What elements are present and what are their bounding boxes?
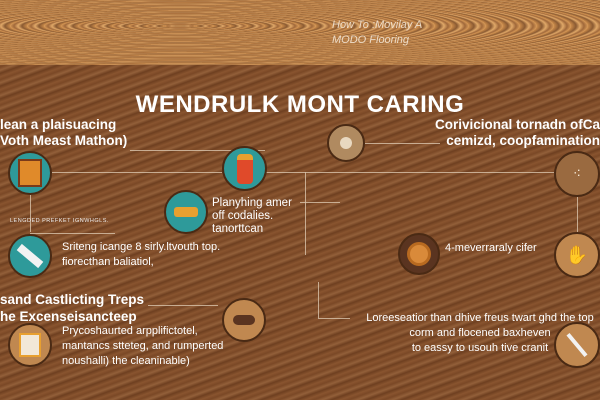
small-caption: LENGDED PREFKET IGNWHGLS. (10, 218, 109, 224)
text-line: mantancs stteteg, and rumperted (62, 340, 224, 352)
ruler-icon (8, 234, 52, 278)
bottom-right-text: Loreeseatior than dhive freus twart ghd … (355, 311, 600, 356)
connector-line (318, 282, 319, 318)
bottom-left-heading: sand Castlicting Treps he Excenseisancte… (0, 291, 144, 325)
connector-line (266, 172, 554, 173)
tablet-icon (8, 151, 52, 195)
text-line: fiorecthan baliatiol, (62, 256, 154, 268)
text-line: lean a plaisuacing (0, 117, 117, 132)
text-line: to eassy to usouh tive cranit (411, 342, 549, 354)
text-line: noushalli) the cleaninable) (62, 355, 190, 367)
donut-icon (398, 233, 440, 275)
text-line: corm and flocened baxheven (409, 327, 551, 339)
banner-line-2: MODO Flooring (332, 34, 410, 46)
connector-line (365, 143, 440, 144)
top-left-heading: lean a plaisuacing Voth Meast Mathon) (0, 117, 127, 149)
banner-line-1: How To :Movilay A (332, 19, 423, 31)
right-mid-text: 4-meverraraly cifer (445, 242, 537, 254)
text-line: Planyhing amer (212, 197, 292, 209)
connector-line (30, 233, 115, 234)
text-line: off codalies. (212, 210, 274, 222)
connector-line (30, 195, 31, 232)
connector-line (148, 305, 218, 306)
jar-icon (222, 146, 267, 191)
banner-title: How To :Movilay A MODO Flooring (332, 18, 422, 48)
text-line: tanorttcan (212, 223, 264, 235)
scale-icon (8, 323, 52, 367)
connector-line (300, 202, 340, 203)
connector-line (577, 195, 578, 232)
text-line: Corivicional tornadn ofCa (434, 117, 600, 132)
connector-line (52, 172, 222, 173)
knife-icon (554, 322, 600, 368)
dots-icon: ⁖ (554, 151, 600, 197)
connector-line (318, 318, 350, 319)
connector-line (305, 172, 306, 255)
connector-line (130, 150, 265, 151)
glove-icon: ✋ (554, 232, 600, 278)
wood-banner (0, 0, 600, 65)
bottom-left-text: Prycoshaurted arpplifictotel, mantancs s… (62, 324, 223, 369)
text-line: cemizd, coopfamination (446, 133, 600, 148)
text-line: Loreeseatior than dhive freus twart ghd … (366, 312, 594, 324)
text-line: Sriteng icange 8 sirly.ltvouth top. (62, 241, 221, 253)
top-right-heading: Corivicional tornadn ofCa cemizd, coopfa… (435, 117, 600, 149)
vacuum-icon (222, 298, 266, 342)
text-line: sand Castlicting Treps (0, 292, 145, 307)
text-line: Voth Meast Mathon) (0, 133, 128, 148)
text-line: Prycoshaurted arpplifictotel, (62, 325, 198, 337)
target-icon (327, 124, 365, 162)
faucet-icon (164, 190, 208, 234)
left-mid-text: Sriteng icange 8 sirly.ltvouth top. fior… (62, 240, 220, 270)
page-title: WENDRULK MONT CARING (135, 91, 465, 118)
middle-text: Planyhing amer off codalies. tanorttcan (212, 197, 292, 236)
text-line: he Excenseisancteep (0, 309, 137, 324)
